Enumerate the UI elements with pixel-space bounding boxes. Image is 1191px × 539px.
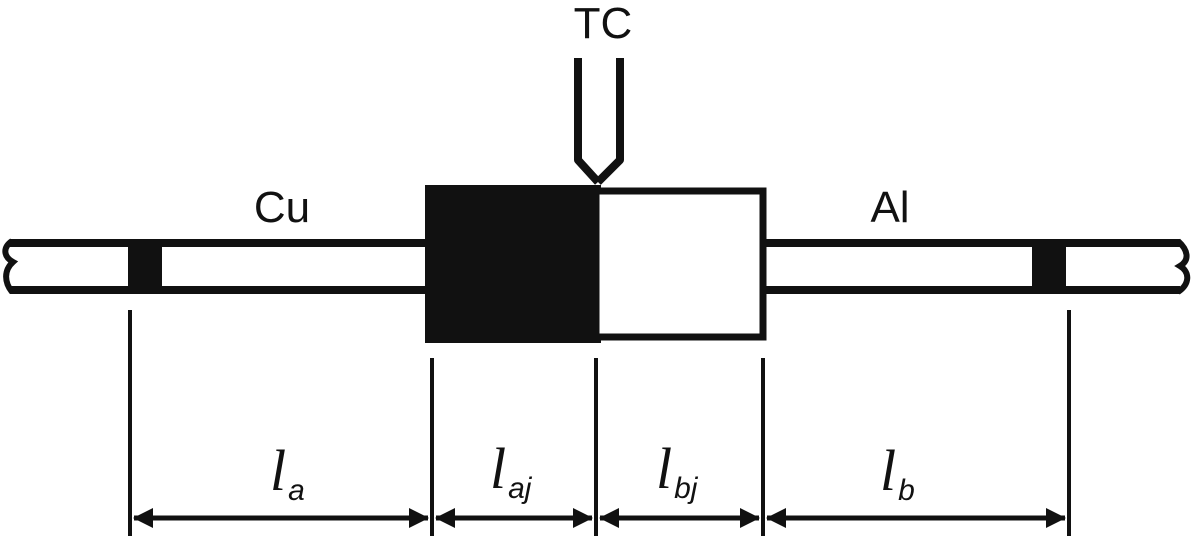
dimension-label-lb-main: l	[880, 438, 896, 503]
aluminium-rod	[762, 238, 1191, 295]
dimension-label-lbj: lbj	[656, 436, 699, 505]
aluminium-label: Al	[870, 183, 909, 232]
dimension-label-laj-main: l	[490, 436, 506, 501]
dimension-label-laj-sub: aj	[508, 472, 533, 505]
copper-rod	[2, 238, 430, 294]
dimension-label-la-main: l	[270, 438, 286, 503]
dimension-label-la-sub: a	[288, 474, 305, 507]
rod-break-right	[1174, 238, 1191, 295]
al-sensor-marker	[1032, 243, 1066, 290]
dimension-label-laj: laj	[490, 436, 533, 505]
dimension-label-lbj-main: l	[656, 436, 672, 501]
dimension-label-lb-sub: b	[898, 474, 915, 507]
copper-label: Cu	[254, 183, 310, 232]
thermocouple-probe	[574, 58, 624, 185]
dimension-label-lb: lb	[880, 438, 915, 507]
rod-break-left	[2, 238, 19, 294]
junction-block	[425, 185, 767, 343]
reference-lines	[128, 310, 1071, 536]
dimension-label-lbj-sub: bj	[674, 472, 699, 505]
cu-junction-segment	[425, 185, 601, 343]
thermocouple-label: TC	[574, 0, 633, 48]
cu-sensor-marker	[128, 243, 162, 290]
dimension-label-la: la	[270, 438, 305, 507]
al-junction-segment	[592, 187, 767, 341]
